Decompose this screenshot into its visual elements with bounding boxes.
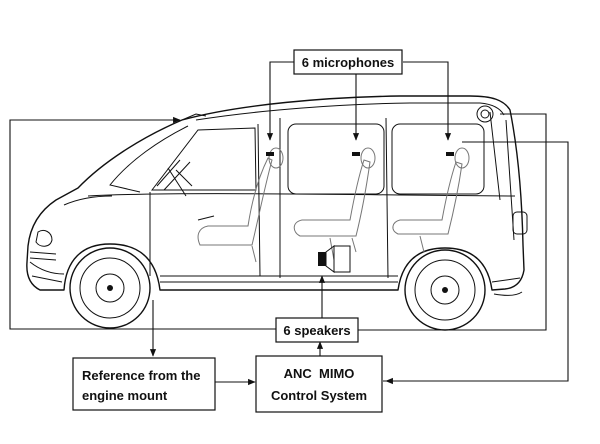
mic-wire-front [266,61,294,141]
reference-label-box: Reference from the engine mount [72,357,216,411]
rear-seat [392,161,463,253]
grille [29,251,57,261]
microphone-front-icon [266,152,274,156]
speakers-label: 6 speakers [283,323,350,338]
middle-window [287,123,385,195]
microphones-label-box: 6 microphones [293,49,403,75]
rear-window [391,123,485,195]
steering-wheel [167,167,193,197]
bumper-rear [491,277,523,296]
front-seat [197,157,273,263]
microphone-middle-icon [352,152,360,156]
roof-line [195,102,505,121]
headlight [35,229,53,247]
rear-roof-sensor-inner [480,109,490,119]
van-body-outline [26,95,525,291]
front-door-window [150,127,257,191]
front-wheel [69,247,151,329]
hood-crease [63,195,113,206]
front-door [149,123,261,277]
reference-label-line2: engine mount [82,388,168,403]
reference-loop-wire [9,116,276,330]
lower-body-line [160,275,398,283]
rear-roof-sensor [476,105,494,123]
reference-label-line1: Reference from the [82,368,200,383]
speaker-icon [318,245,351,273]
mic-wire-rear [403,61,452,141]
roof-rack [181,113,207,121]
controller-label-line2: Control System [271,388,367,403]
bumper-front [29,261,65,283]
rear-wheel [404,249,486,331]
front-door-handle [197,215,215,221]
speakers-label-box: 6 speakers [275,317,359,343]
van-illustration [26,95,528,331]
controller-label-line1: ANC MIMO [284,366,355,381]
front-headrest [268,147,284,169]
tail-light [512,211,528,235]
controller-feedback-wire [383,141,569,382]
front-window-divider [156,159,191,191]
rear-headrest [454,147,470,169]
microphones-label: 6 microphones [302,55,394,70]
belt-line [87,193,516,197]
controller-label-box: ANC MIMO Control System [255,355,383,413]
middle-headrest [360,147,376,169]
windshield [109,125,189,193]
microphone-rear-icon [446,152,454,156]
signal-wires [9,61,569,386]
middle-door [279,117,389,279]
roof-sensor-wire [358,113,547,331]
rear-pillar [489,111,515,241]
middle-seat [293,159,371,261]
